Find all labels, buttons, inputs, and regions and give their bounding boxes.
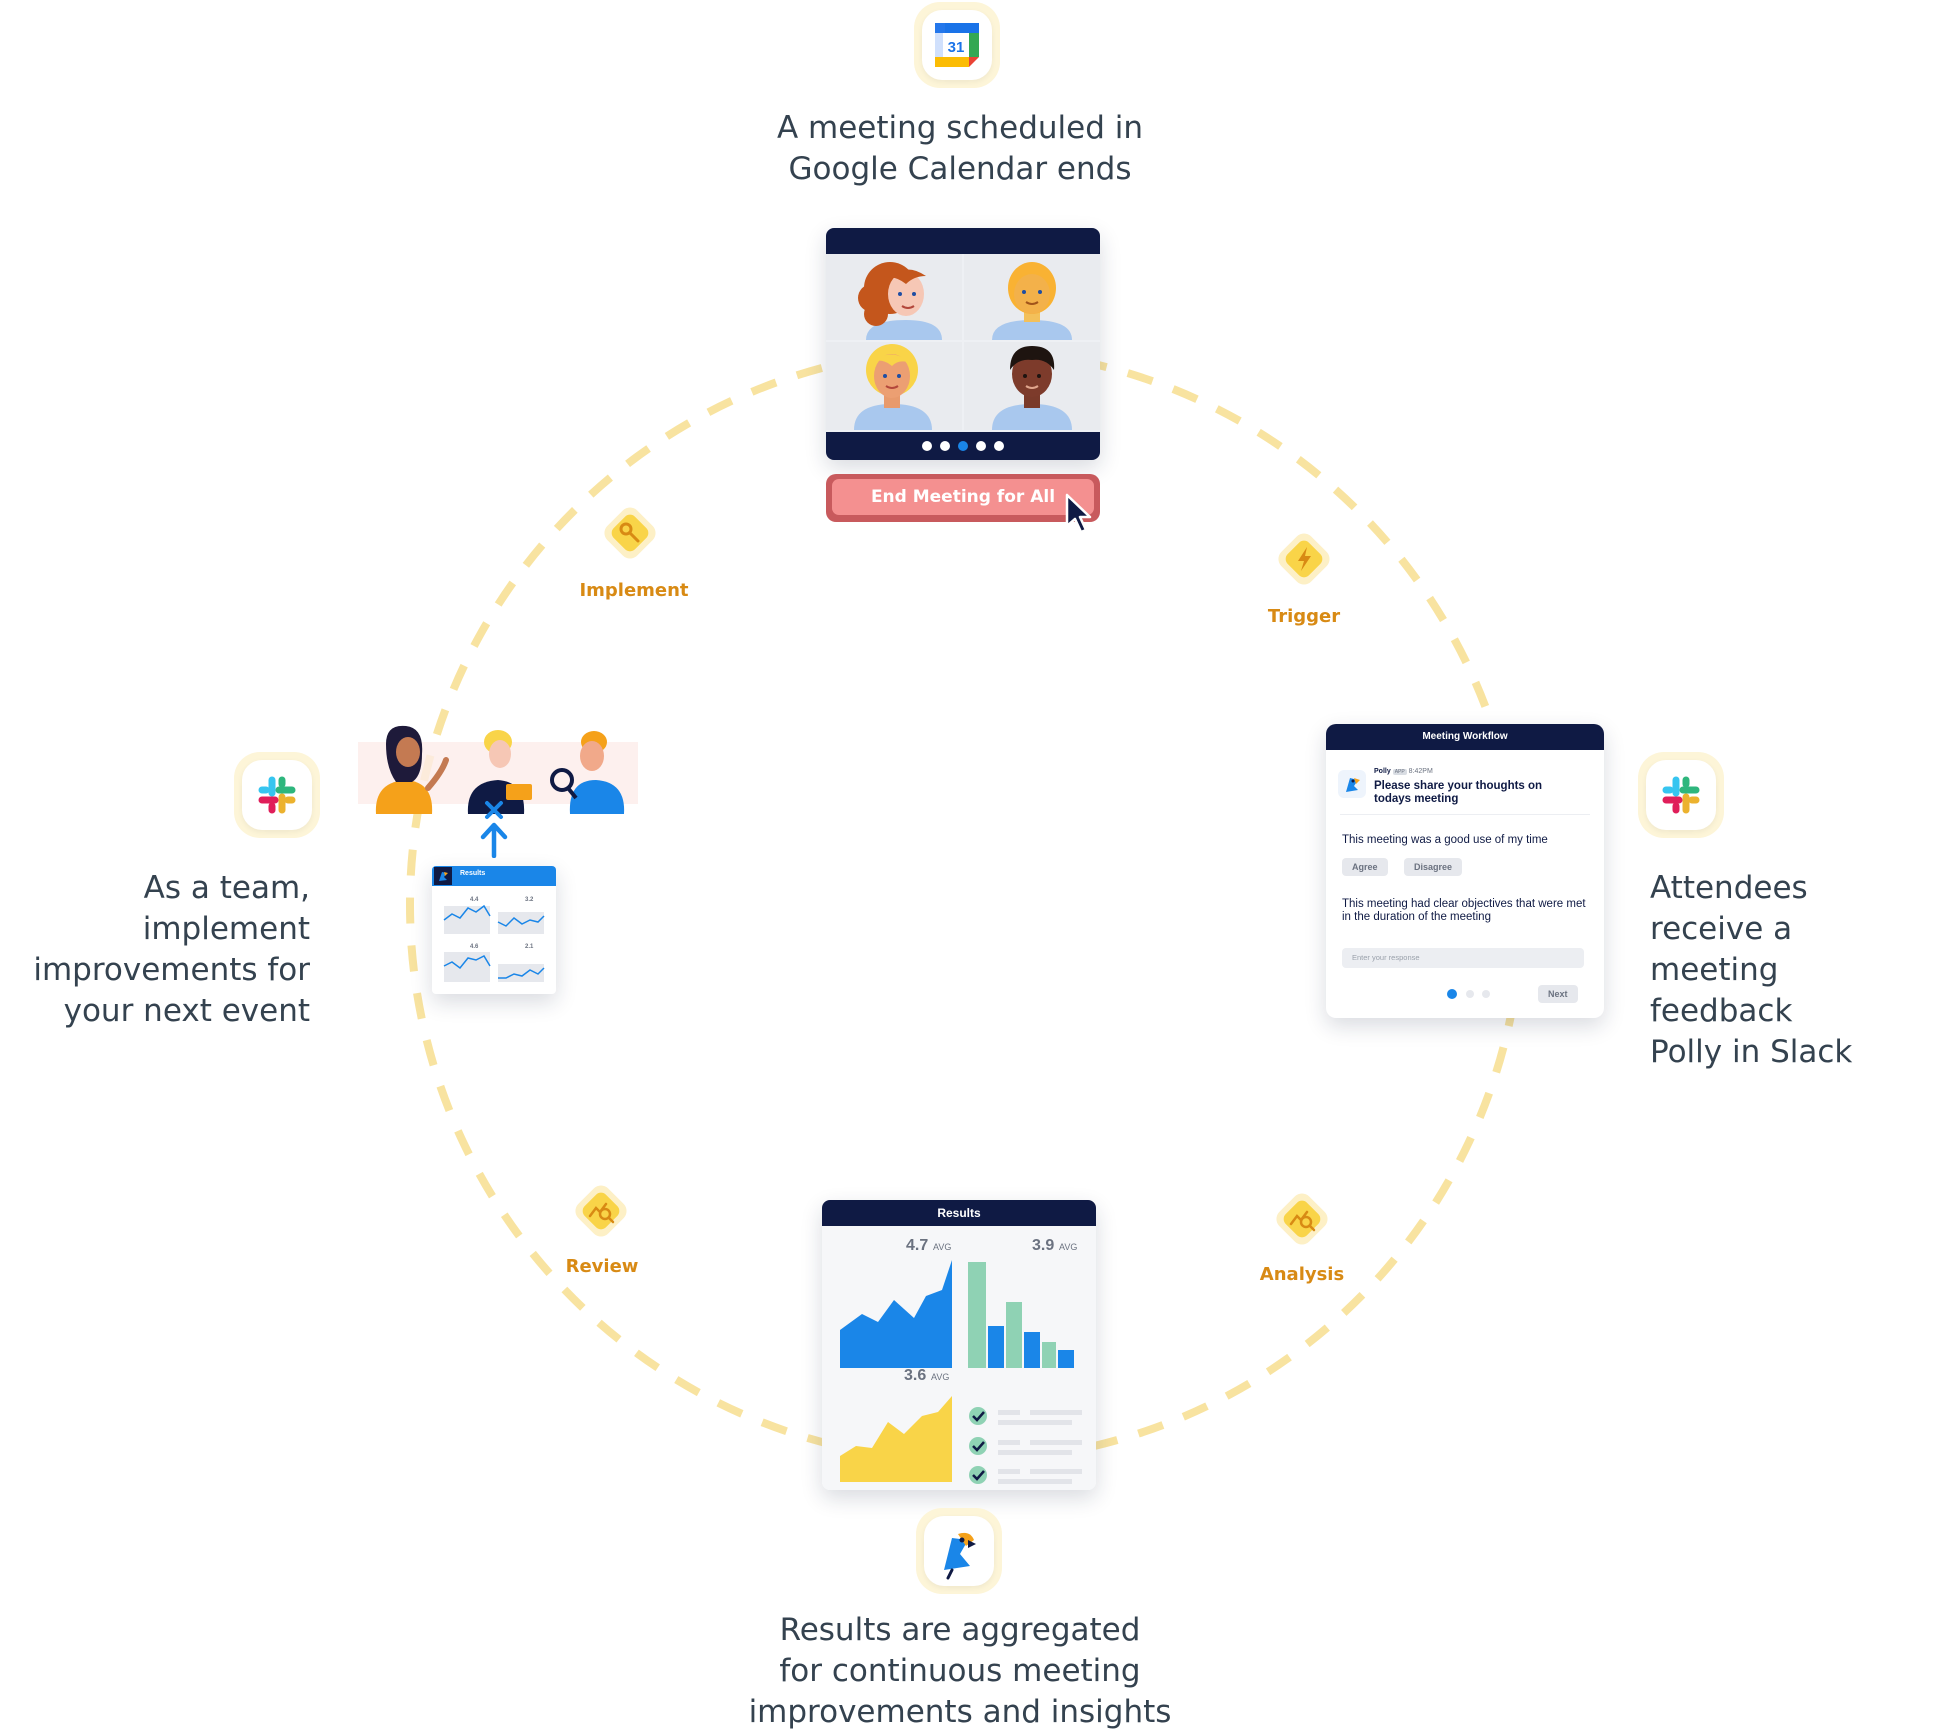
metric-2-bar — [968, 1262, 986, 1368]
response-input[interactable]: Enter your response — [1342, 948, 1584, 968]
top-caption-line-1: A meeting scheduled in — [776, 110, 1144, 146]
slack-sender: Polly — [1374, 768, 1391, 775]
metric-3-value: 3.6 — [904, 1367, 926, 1384]
lightning-icon — [1298, 547, 1311, 571]
slack-app-badge-right — [1638, 752, 1724, 838]
team-member-1 — [375, 725, 449, 814]
results-dashboard: 4.7 AVG 3.9 AVG 3.6 AVG — [822, 1226, 1096, 1490]
slack-icon — [1662, 776, 1700, 814]
form-progress-dots — [1447, 989, 1490, 999]
mini-results-card: Results 4.4 3.2 4.6 2.1 — [432, 866, 556, 994]
video-call-grid — [826, 254, 1100, 460]
end-meeting-button-label: End Meeting for All — [832, 479, 1094, 515]
slack-timestamp: 8:42PM — [1408, 768, 1433, 775]
slack-app-badge: APP — [1392, 769, 1407, 775]
results-card-header: Results — [822, 1200, 1096, 1226]
bottom-caption: Results are aggregated for continuous me… — [730, 1610, 1190, 1733]
video-call-titlebar — [826, 228, 1100, 254]
analysis-step-label: Analysis — [1259, 1264, 1345, 1285]
arrow-up-icon — [480, 822, 508, 858]
slack-divider — [1340, 814, 1590, 815]
right-caption: Attendees receive a meeting feedback Pol… — [1650, 868, 1930, 1073]
team-illustration — [358, 725, 638, 814]
mini-results-charts: 4.4 3.2 4.6 2.1 — [443, 897, 545, 982]
mini-metric-1: 4.4 — [470, 897, 479, 903]
participant-2-avatar — [992, 262, 1072, 340]
trigger-step-badge — [1271, 526, 1337, 592]
question-2: This meeting had clear objectives that w… — [1342, 898, 1586, 923]
metric-3-area — [840, 1396, 952, 1482]
checklist — [969, 1407, 1082, 1484]
team-member-3 — [550, 731, 625, 814]
metric-1-avg: AVG — [933, 1242, 951, 1252]
metric-2-bar — [1058, 1350, 1074, 1368]
bottom-caption-line-2: for continuous meeting — [779, 1653, 1141, 1689]
agree-button[interactable]: Agree — [1342, 858, 1388, 876]
chart-search-icon — [1289, 1210, 1316, 1232]
participant-4-avatar — [992, 346, 1072, 430]
calendar-number: 31 — [948, 39, 965, 56]
disagree-button[interactable]: Disagree — [1404, 858, 1463, 876]
right-caption-line-2: meeting feedback — [1650, 952, 1793, 1029]
metric-2-bar — [1006, 1302, 1022, 1368]
analysis-step-badge — [1269, 1186, 1335, 1252]
team-member-2 — [467, 730, 532, 814]
implement-step-badge — [597, 500, 663, 566]
metric-2-bar — [988, 1326, 1004, 1368]
google-calendar-icon: 31 — [935, 23, 979, 67]
participant-1-avatar — [858, 262, 942, 340]
trigger-step-label: Trigger — [1267, 606, 1341, 627]
close-icon — [485, 801, 503, 819]
metric-1-area — [840, 1260, 952, 1368]
results-card: Results 4.7 AVG 3.9 AVG 3.6 AVG — [822, 1200, 1096, 1490]
metric-3-avg: AVG — [931, 1372, 949, 1382]
google-calendar-app-badge: 31 — [914, 2, 1000, 88]
metric-2-value: 3.9 — [1032, 1237, 1054, 1254]
wrench-icon — [619, 522, 640, 543]
bottom-caption-line-3: improvements and insights — [748, 1694, 1172, 1730]
top-caption-line-2: Google Calendar ends — [788, 151, 1132, 187]
implement-step-label: Implement — [579, 580, 689, 601]
polly-parrot-icon — [434, 867, 452, 885]
question-1: This meeting was a good use of my time — [1342, 834, 1548, 846]
end-meeting-button[interactable]: End Meeting for All — [826, 474, 1100, 522]
participant-3-avatar — [854, 344, 932, 430]
metric-2-bar — [1024, 1332, 1040, 1368]
polly-app-badge — [916, 1508, 1002, 1594]
mouse-cursor-icon — [1065, 493, 1092, 534]
slack-icon — [258, 776, 296, 814]
mini-metric-4: 2.1 — [525, 944, 534, 950]
left-caption-line-1: As a team, implement — [142, 870, 310, 947]
metric-2-bar — [1042, 1342, 1056, 1368]
pagination-dots — [922, 441, 1004, 451]
review-step-label: Review — [565, 1256, 639, 1277]
mini-results-title: Results — [460, 870, 486, 877]
slack-app-badge-left — [234, 752, 320, 838]
next-button[interactable]: Next — [1538, 985, 1578, 1003]
polly-avatar-icon — [1338, 770, 1366, 798]
mini-metric-3: 4.6 — [470, 944, 479, 950]
left-caption: As a team, implement improvements for yo… — [0, 868, 310, 1032]
review-step-badge — [568, 1178, 634, 1244]
metric-2-avg: AVG — [1059, 1242, 1077, 1252]
polly-parrot-icon — [944, 1532, 976, 1580]
metric-1-value: 4.7 — [906, 1237, 928, 1254]
bottom-caption-line-1: Results are aggregated — [779, 1612, 1141, 1648]
slack-card-header: Meeting Workflow — [1326, 724, 1604, 750]
mini-results-header: Results — [432, 866, 556, 886]
top-caption: A meeting scheduled in Google Calendar e… — [760, 108, 1160, 190]
slack-feedback-card: Meeting Workflow Polly APP 8:42PM Please… — [1326, 724, 1604, 1018]
left-caption-line-3: your next event — [63, 993, 310, 1029]
slack-message: Please share your thoughts on todays mee… — [1374, 780, 1543, 805]
right-caption-line-1: Attendees receive a — [1650, 870, 1808, 947]
right-caption-line-3: Polly in Slack — [1650, 1034, 1853, 1070]
left-caption-line-2: improvements for — [33, 952, 310, 988]
chart-search-icon — [588, 1202, 615, 1224]
video-call-window — [826, 228, 1100, 460]
mini-metric-2: 3.2 — [525, 897, 534, 903]
